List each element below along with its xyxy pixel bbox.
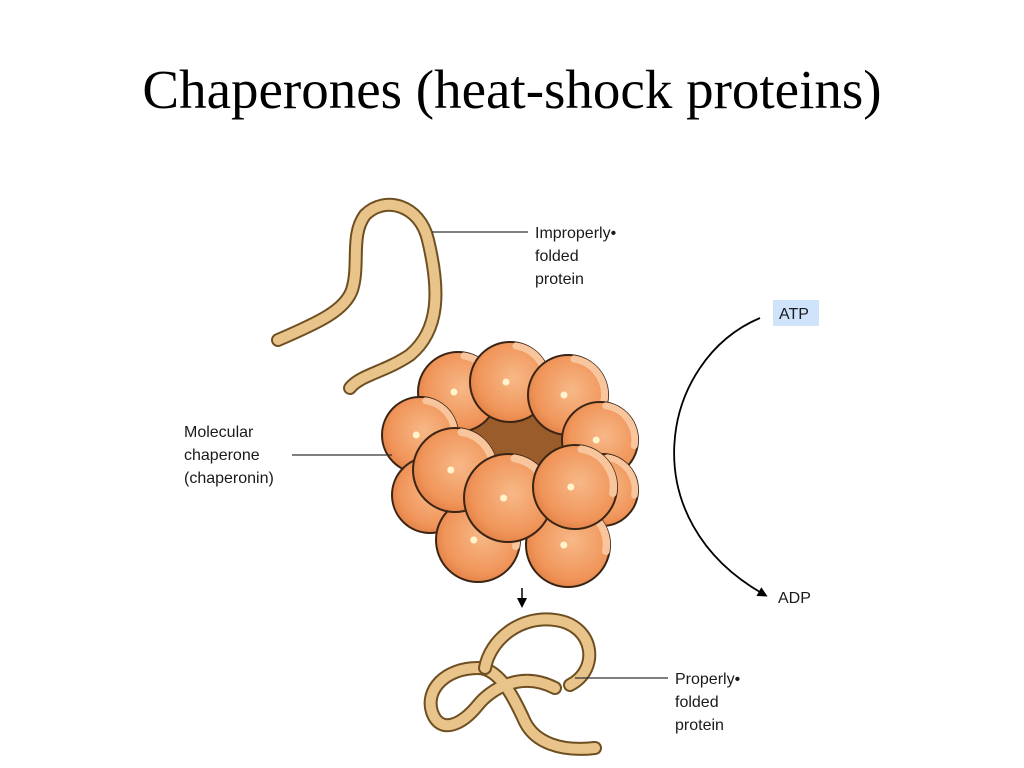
molecular-chaperone-label-line1: Molecular — [184, 424, 254, 441]
properly-folded-label-line1: Properly• — [675, 671, 740, 688]
properly-folded-protein-shape — [423, 612, 602, 756]
atp-to-adp-arrow — [673, 317, 768, 597]
chaperonin-sphere — [532, 444, 618, 530]
molecular-chaperone-label-line2: chaperone — [184, 447, 260, 464]
improperly-folded-label-line1: Improperly• — [535, 225, 616, 242]
improperly-folded-label-line2: folded — [535, 248, 579, 265]
adp-label: ADP — [778, 590, 811, 607]
page-title: Chaperones (heat-shock proteins) — [142, 59, 882, 120]
improperly-folded-label-line3: protein — [535, 271, 584, 288]
atp-box — [773, 300, 819, 326]
chaperonin-spheres — [381, 341, 639, 588]
properly-folded-label-line2: folded — [675, 694, 719, 711]
chaperonin-complex — [381, 341, 639, 588]
improperly-folded-protein-shape — [271, 197, 443, 395]
properly-folded-label-line3: protein — [675, 717, 724, 734]
atp-label: ATP — [779, 306, 809, 323]
molecular-chaperone-label-line3: (chaperonin) — [184, 470, 274, 487]
